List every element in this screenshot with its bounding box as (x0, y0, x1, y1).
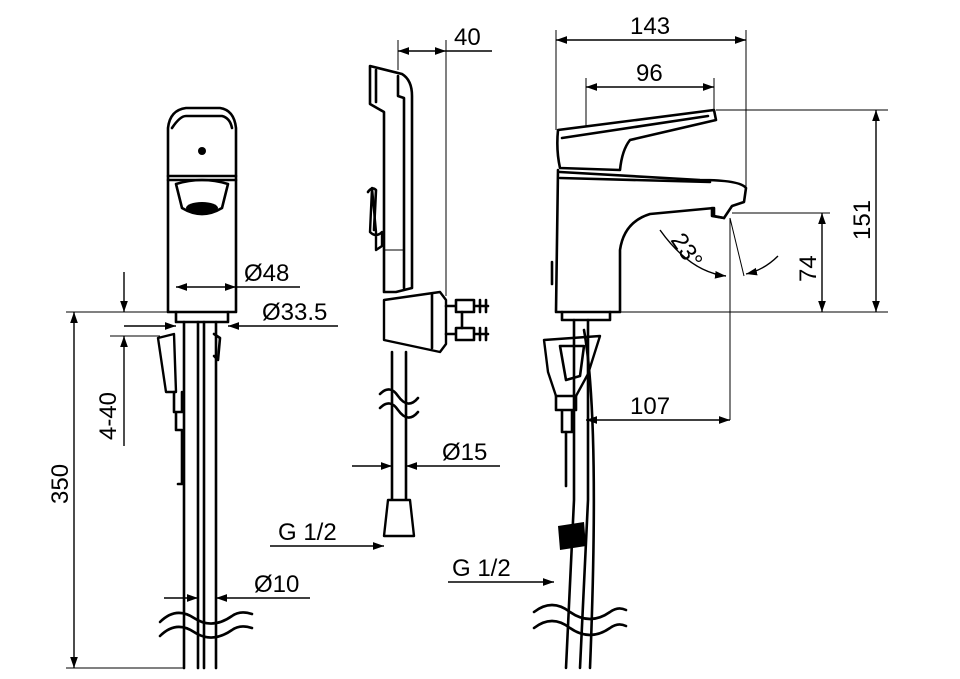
dim-d15: Ø15 (442, 439, 487, 466)
dim-height-151: 151 (849, 200, 876, 240)
profile-dimensions: 143 96 151 74 23° 107 G 1/2 (448, 13, 888, 586)
front-hose-right (202, 320, 218, 670)
dim-d33-5: Ø33.5 (262, 299, 327, 326)
side-end-fitting (382, 498, 416, 538)
side-lower-body (382, 290, 448, 354)
front-view (156, 106, 254, 670)
side-view (366, 64, 490, 538)
front-dimensions: Ø48 Ø33.5 4-40 350 Ø10 (47, 260, 338, 669)
side-dimensions: 40 Ø15 G 1/2 (270, 24, 500, 550)
profile-hose-fitting (558, 522, 586, 550)
profile-lever (556, 108, 718, 172)
profile-view (532, 108, 748, 670)
front-indicator-dot (198, 147, 206, 155)
dim-reach-107: 107 (630, 393, 670, 420)
side-hose (390, 350, 408, 502)
dim-d10: Ø10 (254, 571, 299, 598)
front-lever (166, 106, 238, 178)
profile-spout (554, 168, 748, 314)
front-body (166, 174, 238, 314)
front-hose-left (182, 320, 200, 670)
side-connector-top (444, 298, 490, 314)
dim-width-143: 143 (630, 13, 670, 40)
dim-range-4-40: 4-40 (95, 392, 122, 440)
side-pop-up-lever (368, 186, 384, 252)
dim-d48: Ø48 (244, 260, 289, 287)
dim-reach-96: 96 (636, 60, 663, 87)
dim-depth-40: 40 (454, 24, 481, 51)
dim-length-350: 350 (47, 464, 74, 504)
dim-thread-right: G 1/2 (452, 555, 511, 582)
side-handle (368, 64, 414, 294)
front-mount (156, 332, 178, 394)
side-connector-bottom (444, 326, 490, 342)
dim-angle-23: 23° (665, 228, 708, 273)
dim-height-74: 74 (795, 255, 822, 282)
dim-thread-side: G 1/2 (278, 519, 337, 546)
